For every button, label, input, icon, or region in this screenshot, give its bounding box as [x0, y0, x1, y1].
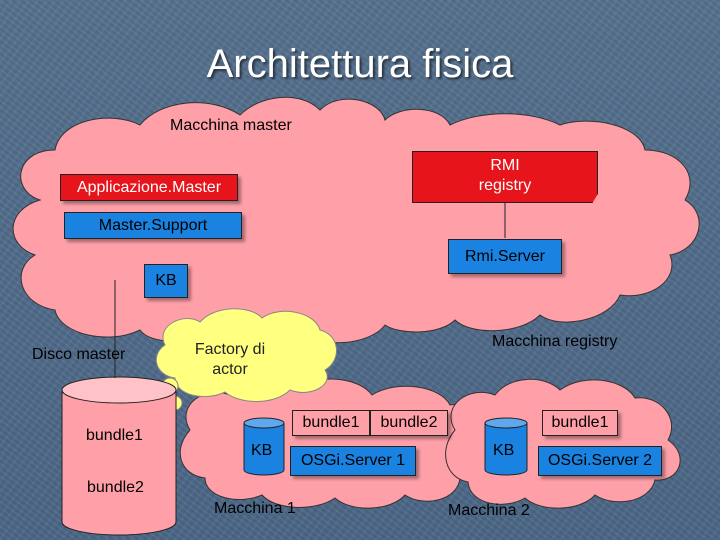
- disco-master-cylinder: [61, 376, 177, 536]
- factory-label: Factory di actor: [194, 341, 266, 378]
- macchina2-cloud: [445, 378, 681, 509]
- disco-master-label: Disco master: [32, 346, 126, 363]
- macchina2-label: Macchina 2: [448, 502, 530, 519]
- applicazione-master-box: Applicazione.Master: [60, 174, 238, 201]
- m1-bundle1-box: bundle1: [292, 410, 370, 436]
- m2-bundle1-box: bundle1: [542, 410, 618, 436]
- macchina-registry-label: Macchina registry: [492, 333, 618, 350]
- disk-bundle2-label: bundle2: [87, 479, 144, 496]
- rmi-registry-box: RMI registry: [412, 151, 598, 203]
- macchina1-cloud: [179, 378, 489, 509]
- m1-kb-label: KB: [251, 442, 273, 459]
- m1-bundle2-box: bundle2: [370, 410, 448, 436]
- osgi-server1-box: OSGi.Server 1: [290, 446, 416, 476]
- kb-master-box: KB: [144, 264, 188, 298]
- rmi-server-box: Rmi.Server: [448, 239, 562, 274]
- disk-bundle1-label: bundle1: [86, 427, 143, 444]
- kb-cylinder-2: [484, 417, 528, 476]
- slide-title: Architettura fisica: [206, 42, 514, 86]
- m2-kb-label: KB: [493, 442, 515, 459]
- osgi-server2-box: OSGi.Server 2: [538, 446, 662, 476]
- kb-cylinder-1: [243, 417, 285, 476]
- macchina1-label: Macchina 1: [214, 500, 296, 517]
- master-support-box: Master.Support: [64, 212, 242, 239]
- macchina-master-label: Macchina master: [170, 117, 292, 134]
